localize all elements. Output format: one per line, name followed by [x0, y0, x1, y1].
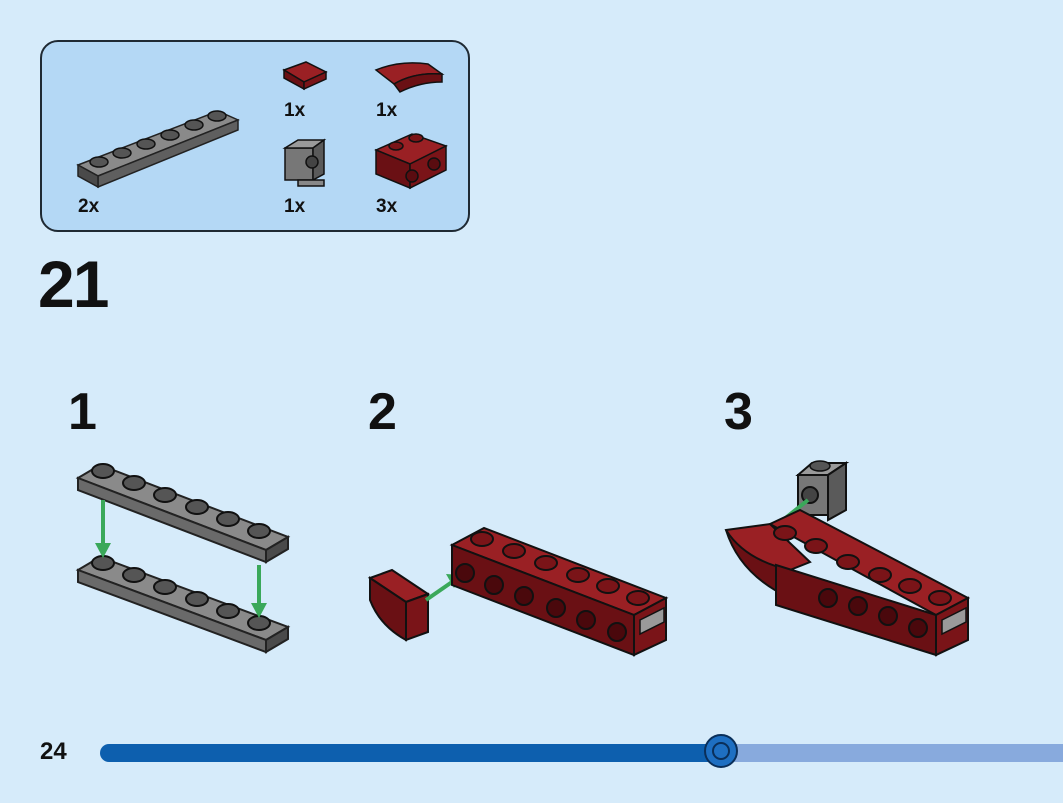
part-red-curved-slope-icon: [374, 62, 445, 93]
progress-track: [720, 744, 1063, 762]
substep-number-3: 3: [724, 383, 753, 441]
substep-3-illustration: [724, 460, 971, 657]
progress-indicator-ring: [712, 742, 730, 760]
progress-indicator: [704, 734, 738, 768]
substep-1-illustration: [75, 463, 291, 654]
progress-fill: [100, 744, 725, 762]
step-number: 21: [38, 247, 109, 321]
part-red-side-stud-brick-icon: [374, 133, 448, 190]
substep-2-illustration: [367, 526, 669, 657]
substep-number-1: 1: [68, 383, 97, 441]
part-gray-plate-icon: [76, 110, 240, 189]
part-quantity-red-curved-slope: 1x: [376, 100, 398, 121]
part-quantity-red-side-stud-brick: 3x: [376, 196, 398, 217]
part-red-tile-icon: [282, 61, 328, 91]
page-number: 24: [40, 738, 67, 765]
part-quantity-gray-plate: 2x: [78, 196, 100, 217]
part-quantity-gray-bracket: 1x: [284, 196, 306, 217]
substep-number-2: 2: [368, 383, 397, 441]
part-quantity-red-tile: 1x: [284, 100, 306, 121]
part-gray-bracket-icon: [282, 138, 327, 187]
